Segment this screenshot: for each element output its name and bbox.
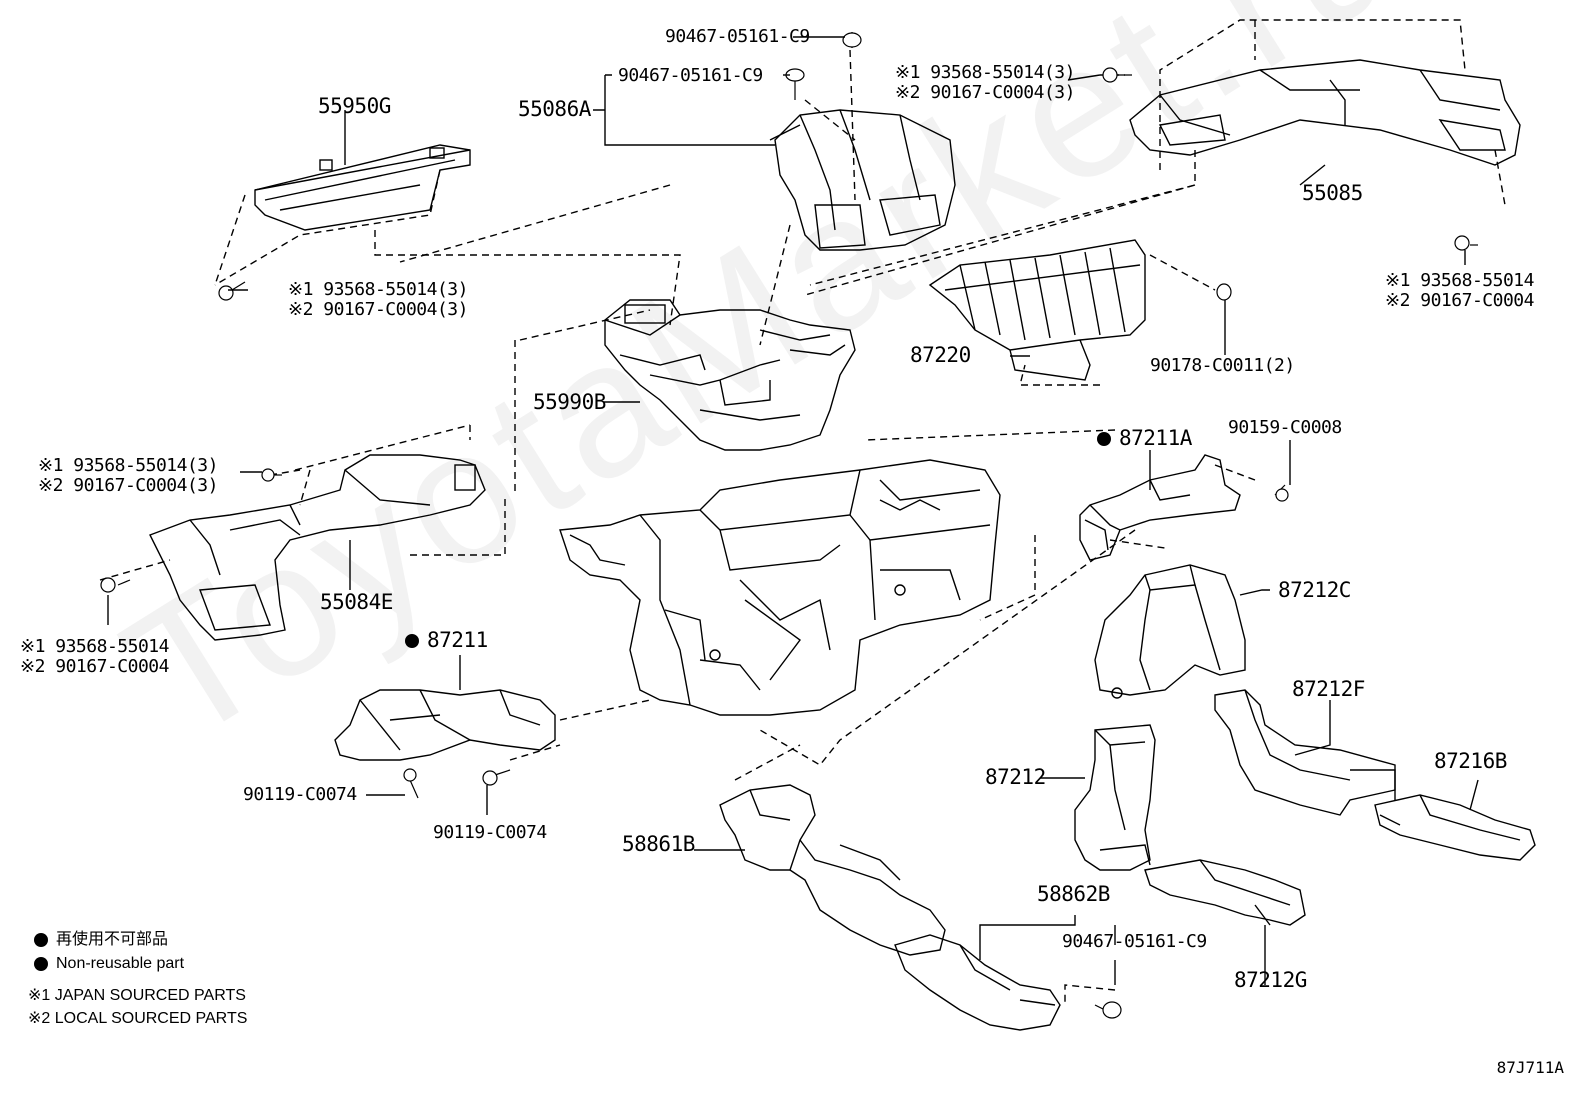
label-90119-a: 90119-C0074 — [243, 784, 357, 805]
part-55086A-shape — [769, 109, 956, 251]
label-87211A: 87211A — [1097, 428, 1192, 449]
legend-en-text: Non-reusable part — [56, 955, 185, 972]
non-reusable-dot-icon — [34, 932, 48, 947]
part-hvac-unit-shape — [559, 459, 1001, 716]
diagram-code: 87J711A — [1496, 1058, 1564, 1077]
part-55085-shape — [1129, 59, 1521, 166]
non-reusable-dot-icon — [405, 634, 419, 648]
label-55084E-bolt-2: ※2 90167-C0004 — [20, 656, 169, 677]
label-90178: 90178-C0011(2) — [1150, 355, 1295, 376]
label-55950G: 55950G — [318, 94, 391, 118]
label-58861B: 58861B — [622, 832, 695, 856]
dashed-guides — [99, 19, 1506, 1005]
part-87212C-shape — [1094, 564, 1246, 699]
legend-non-reusable-jp: 再使用不可部品 — [34, 932, 168, 948]
part-87212F-shape — [1214, 689, 1396, 816]
part-87212G-shape — [1144, 859, 1306, 926]
label-55085: 55085 — [1302, 181, 1363, 205]
label-55085-bolt-1: ※1 93568-55014 — [1385, 270, 1534, 291]
label-87211: 87211 — [405, 630, 488, 651]
label-55084E-fastener-1: ※1 93568-55014(3) — [38, 455, 218, 476]
legend-note-2: ※2 LOCAL SOURCED PARTS — [28, 1010, 248, 1027]
label-55950G-fastener-1: ※1 93568-55014(3) — [288, 279, 468, 300]
label-55084E: 55084E — [320, 590, 393, 614]
label-55085-bolt-2: ※2 90167-C0004 — [1385, 290, 1534, 311]
label-87212C: 87212C — [1278, 578, 1351, 602]
part-87216B-shape — [1374, 794, 1536, 861]
non-reusable-dot-icon — [34, 956, 48, 971]
label-87212: 87212 — [985, 765, 1046, 789]
part-87220-shape — [928, 239, 1146, 381]
label-55085-fastener-2: ※2 90167-C0004(3) — [895, 82, 1075, 103]
label-90467-bottom: 90467-05161-C9 — [1062, 931, 1207, 952]
label-87212F: 87212F — [1292, 677, 1365, 701]
legend-jp-text: 再使用不可部品 — [56, 931, 169, 948]
part-87212-shape — [1074, 724, 1156, 871]
label-55950G-fastener-2: ※2 90167-C0004(3) — [288, 299, 468, 320]
label-87220: 87220 — [910, 343, 971, 367]
label-58862B: 58862B — [1037, 882, 1110, 906]
part-58862B-shape — [894, 934, 1061, 1031]
legend-note-1: ※1 JAPAN SOURCED PARTS — [28, 987, 246, 1004]
label-55084E-fastener-2: ※2 90167-C0004(3) — [38, 475, 218, 496]
part-87211A-shape — [1079, 454, 1241, 561]
legend-non-reusable-en: Non-reusable part — [34, 956, 184, 972]
label-55086A: 55086A — [518, 97, 591, 121]
label-87212G: 87212G — [1234, 968, 1307, 992]
label-55084E-bolt-1: ※1 93568-55014 — [20, 636, 169, 657]
label-90467-top: 90467-05161-C9 — [665, 26, 810, 47]
fasteners — [100, 32, 1478, 1019]
part-58861B-shape — [719, 784, 946, 956]
label-90119-b: 90119-C0074 — [433, 822, 547, 843]
label-90467-mid: 90467-05161-C9 — [618, 65, 763, 86]
label-87216B: 87216B — [1434, 749, 1507, 773]
label-55085-fastener-1: ※1 93568-55014(3) — [895, 62, 1075, 83]
label-87211-text: 87211 — [427, 628, 488, 652]
part-55950G-shape — [254, 144, 471, 231]
label-55990B: 55990B — [533, 390, 606, 414]
part-87211-shape — [334, 689, 556, 761]
part-55084E-shape — [149, 454, 486, 641]
non-reusable-dot-icon — [1097, 432, 1111, 446]
part-55990B-shape — [604, 299, 856, 451]
leader-lines — [107, 36, 1479, 985]
label-90159: 90159-C0008 — [1228, 417, 1342, 438]
label-87211A-text: 87211A — [1119, 426, 1192, 450]
